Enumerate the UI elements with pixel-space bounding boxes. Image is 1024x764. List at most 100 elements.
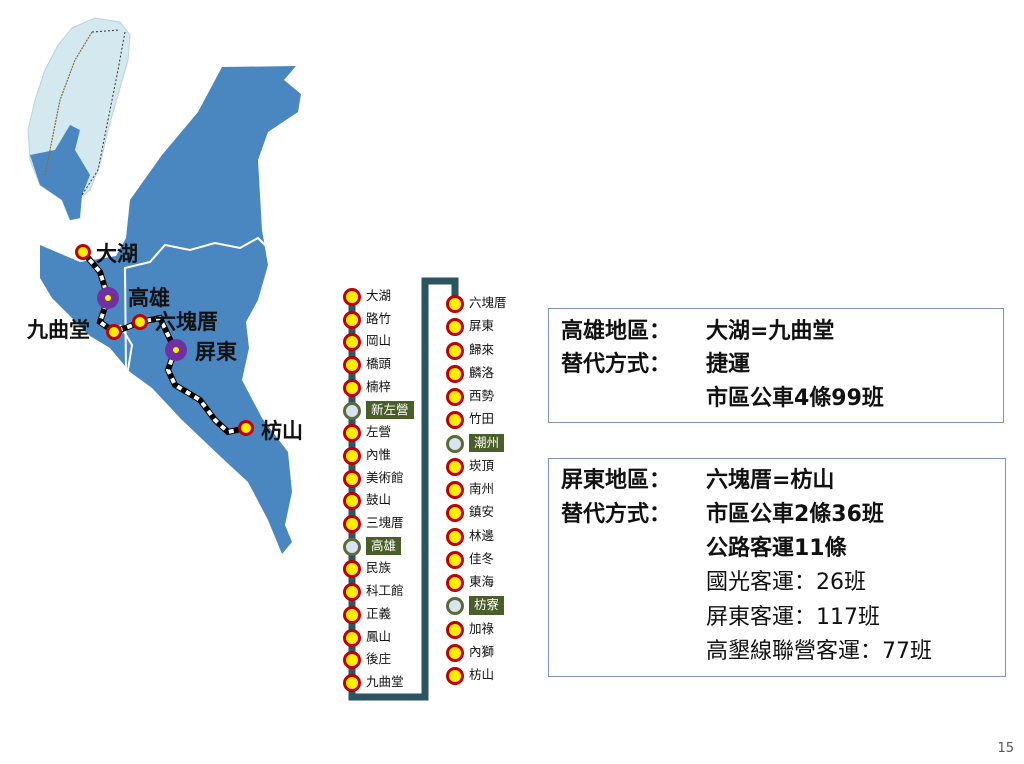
station-label: 屏東 [469,318,495,334]
map-label-kaohsiung: 高雄 [128,286,170,310]
station-icon [343,378,361,397]
box2-alt-value: 市區公車2條36班 [706,502,884,527]
station-label: 民族 [366,560,392,576]
box2-kaoken-bus: 高墾線聯營客運：77班 [706,639,932,664]
station-label: 新左營 [366,400,414,419]
station-label: 大湖 [366,288,392,303]
station-label: 東海 [469,574,495,589]
hub-marker-pingtung [165,339,187,361]
station-label: 竹田 [469,411,495,427]
station-icon [343,469,361,488]
station-label: 枋寮 [469,596,505,615]
station-icon [343,424,361,443]
station-icon [446,388,464,406]
page-number: 15 [997,741,1014,756]
station-icon [446,341,464,360]
station-label: 林邊 [469,527,495,543]
station-icon [343,515,361,533]
station-icon [446,643,464,662]
station-icon [446,550,464,569]
station-icon [343,628,361,647]
station-label: 加祿 [469,620,495,636]
station-icon [446,364,464,383]
rail-track [348,277,459,701]
station-label: 楠梓 [366,378,392,394]
station-icon [446,504,464,523]
map-label-dahu: 大湖 [96,242,138,266]
map-label-pingtung: 屏東 [195,340,237,364]
kaohsiung-info-box: 高雄地區： 大湖=九曲堂 替代方式： 捷運 市區公車4條99班 [548,308,1004,423]
station-label: 科工館 [366,583,404,599]
station-icon [446,574,464,592]
station-label: 路竹 [366,310,392,326]
hub-marker-kaohsiung [97,287,119,309]
station-icon [343,673,361,692]
station-label: 內獅 [469,643,495,659]
box1-region-value: 大湖=九曲堂 [706,319,835,344]
station-icon [446,667,464,685]
major-station-icon [446,434,464,453]
station-label: 枋山 [469,667,495,682]
region-map [27,17,301,554]
station-label: 鎮安 [469,504,495,520]
station-icon [343,492,361,511]
station-label: 橋頭 [366,356,392,372]
station-icon [343,651,361,670]
map-label-jiuqutang: 九曲堂 [27,318,90,342]
station-label: 高雄 [366,536,402,556]
station-marker-liukuaicuo [132,314,148,330]
station-label: 南州 [469,481,495,496]
map-label-fangshan: 枋山 [261,419,303,443]
station-icon [343,333,361,352]
box2-pingtung-bus: 屏東客運：117班 [706,605,880,630]
box2-highway-bus: 公路客運11條 [706,536,847,561]
pingtung-info-box: 屏東地區： 六塊厝=枋山 替代方式： 市區公車2條36班 公路客運11條 國光客… [548,458,1006,677]
box1-region-label: 高雄地區： [561,319,672,344]
station-icon [343,560,361,579]
station-marker-jiuqutang [106,324,122,340]
major-station-icon [343,537,361,556]
station-label: 佳冬 [469,550,495,566]
station-label: 三塊厝 [366,515,404,530]
station-icon [343,446,361,465]
station-icon [343,605,361,624]
station-label: 崁頂 [469,457,495,473]
station-label: 內惟 [366,446,392,462]
station-marker-dahu [75,244,91,260]
station-label: 西勢 [469,388,495,403]
station-label: 鳳山 [366,628,392,644]
box1-bus-value: 市區公車4條99班 [706,386,884,411]
station-label: 左營 [366,424,392,440]
box1-alt-value: 捷運 [706,352,751,377]
station-label: 九曲堂 [366,673,404,689]
major-station-icon [343,401,361,420]
station-label: 六塊厝 [469,295,507,310]
station-icon [446,318,464,337]
station-icon [446,295,464,313]
station-label: 麟洛 [469,364,495,380]
station-icon [446,481,464,499]
box2-kuokuang: 國光客運：26班 [706,570,866,595]
station-icon [446,527,464,546]
box2-alt-label: 替代方式： [561,502,672,527]
station-label: 歸來 [469,341,495,357]
station-icon [446,620,464,639]
map-label-liukuaicuo: 六塊厝 [155,310,218,334]
station-label: 後庄 [366,651,392,667]
station-label: 正義 [366,605,392,621]
box2-region-value: 六塊厝=枋山 [706,468,835,493]
station-label: 鼓山 [366,492,392,508]
box2-region-label: 屏東地區： [561,468,672,493]
station-label: 潮州 [469,433,505,452]
station-marker-fangshan [238,420,254,436]
station-label: 美術館 [366,469,404,485]
major-station-icon [446,597,464,616]
station-icon [446,457,464,476]
taiwan-inset-map [27,17,131,221]
station-icon [343,583,361,602]
station-icon [343,356,361,375]
box1-alt-label: 替代方式： [561,352,672,377]
station-label: 岡山 [366,333,392,349]
station-icon [343,310,361,329]
station-icon [343,288,361,306]
